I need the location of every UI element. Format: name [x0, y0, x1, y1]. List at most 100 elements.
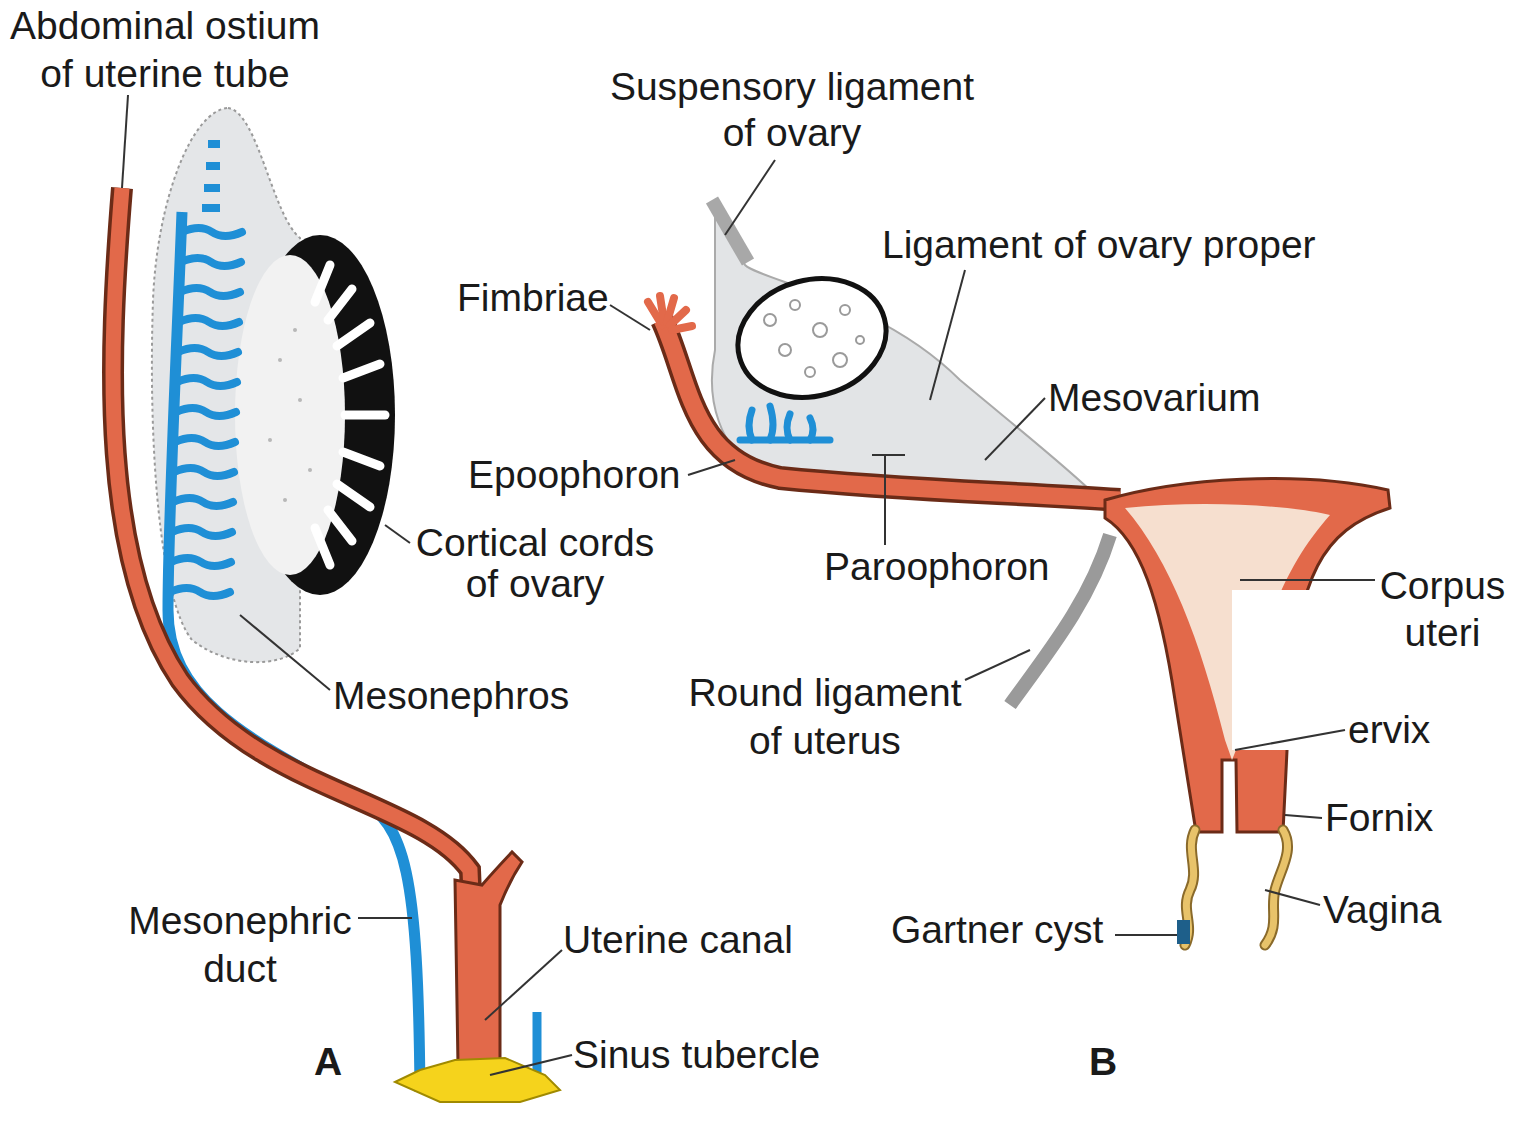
leader-line: [385, 525, 410, 543]
tubule: [178, 348, 238, 356]
tubule: [810, 418, 813, 440]
uterus-wall: [1105, 479, 1390, 832]
tubule-dash: [208, 140, 220, 148]
leader-line: [1115, 934, 1177, 936]
leader-line: [1240, 579, 1375, 581]
part-label: Suspensory ligament of ovary: [597, 64, 987, 156]
leader-line: [872, 454, 905, 456]
duct-outline: [113, 188, 478, 1062]
cortical-cord: [337, 484, 370, 507]
tubule: [180, 288, 240, 296]
tubule: [182, 228, 242, 236]
cortical-cord: [337, 323, 370, 346]
part-label: Paroophoron: [824, 544, 1050, 590]
part-label: Round ligament of uterus: [675, 669, 975, 765]
fimbria: [670, 310, 686, 325]
follicle: [856, 336, 864, 344]
leader-line: [688, 460, 735, 475]
epoophoron-tubules: [740, 406, 830, 440]
part-label: Uterine canal: [563, 917, 793, 963]
tubule: [181, 258, 241, 266]
leader-line: [490, 1055, 572, 1075]
leader-line: [1235, 730, 1345, 750]
cortical-cord: [315, 528, 330, 565]
tubule-dash: [204, 184, 220, 192]
speckle: [283, 498, 287, 502]
fimbriae: [648, 296, 692, 330]
speckle: [298, 398, 302, 402]
panel-letter: B: [1089, 1039, 1117, 1085]
tubule: [172, 528, 232, 536]
part-label: Mesonephric duct: [115, 897, 365, 993]
part-label: Corpus uteri: [1370, 562, 1515, 656]
leader-line: [610, 305, 650, 330]
part-label: Vagina: [1323, 887, 1442, 933]
leader-line: [985, 398, 1045, 460]
leader-line: [358, 917, 412, 919]
part-label: Cortical cords of ovary: [405, 522, 665, 604]
part-label: ervix: [1348, 707, 1430, 753]
part-label: Fimbriae: [457, 275, 609, 321]
tubule: [787, 414, 790, 440]
tubule: [171, 558, 231, 566]
speckle: [308, 468, 312, 472]
leader-line: [485, 950, 562, 1020]
leader-line: [884, 455, 886, 545]
gartner-cyst: [1177, 920, 1190, 944]
part-label: Gartner cyst: [891, 907, 1103, 953]
cortical-cord: [345, 411, 385, 420]
cortical-cord: [328, 289, 352, 320]
tubule: [177, 378, 237, 386]
part-label: Abdominal ostium of uterine tube: [0, 2, 330, 98]
ovary: [725, 263, 900, 414]
cortical-cord: [343, 364, 380, 378]
speckle: [268, 438, 272, 442]
follicle: [805, 367, 815, 377]
fimbria: [672, 326, 692, 330]
ovary-speckle: [268, 328, 312, 502]
leader-line: [1285, 815, 1322, 818]
leader-line: [930, 270, 965, 400]
speckle: [293, 328, 297, 332]
part-label: Ligament of ovary proper: [882, 222, 1316, 268]
vagina-wall: [1265, 830, 1288, 945]
tubule: [170, 588, 230, 596]
uterine-canal: [455, 852, 522, 1065]
tubule: [173, 498, 233, 506]
leader-line: [965, 650, 1030, 680]
follicle: [813, 323, 827, 337]
part-label: Epoophoron: [468, 452, 681, 498]
leader-line: [240, 615, 330, 690]
follicle: [833, 353, 847, 367]
speckle: [278, 358, 282, 362]
part-label: Mesonephros: [333, 673, 569, 719]
follicle: [779, 344, 791, 356]
tubule-dash: [206, 162, 220, 170]
cortical-cord: [343, 452, 380, 466]
leader-line: [122, 95, 128, 188]
tubule: [749, 410, 752, 440]
part-label: Fornix: [1325, 795, 1433, 841]
paramesonephric-duct: [113, 188, 478, 1062]
leader-line: [1265, 890, 1320, 905]
cortical-cords: [315, 265, 385, 565]
tubule: [175, 438, 235, 446]
tubule-remnants: [202, 140, 220, 212]
cortical-cord: [328, 510, 352, 541]
tubule: [179, 318, 239, 326]
tubule: [770, 406, 773, 440]
vagina-walls: [1185, 830, 1288, 945]
vagina-outline: [1265, 830, 1288, 945]
panel-letter: A: [314, 1039, 342, 1085]
tubule-dash: [202, 204, 220, 212]
follicle: [764, 314, 776, 326]
fimbria: [660, 296, 664, 322]
part-label: Mesovarium: [1048, 375, 1260, 421]
ovary-medulla: [235, 255, 345, 575]
tubule: [176, 408, 236, 416]
part-label: Sinus tubercle: [573, 1032, 820, 1078]
leader-line: [725, 160, 775, 235]
follicles: [764, 300, 864, 377]
